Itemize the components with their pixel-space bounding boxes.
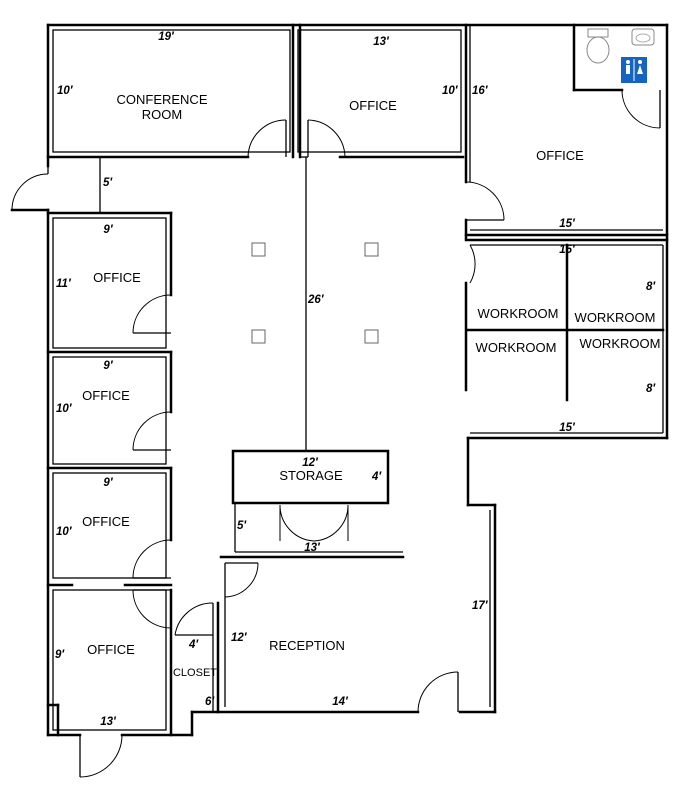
dimension-label: 8′ bbox=[646, 383, 656, 395]
room-label-workroom-4: WORKROOM bbox=[580, 336, 661, 351]
room-label-conference-2: ROOM bbox=[142, 107, 182, 122]
room-label-workroom-1: WORKROOM bbox=[478, 306, 559, 321]
dimension-label: 19′ bbox=[158, 31, 175, 43]
dimension-label: 10′ bbox=[442, 85, 459, 97]
room-label-office-top: OFFICE bbox=[349, 98, 397, 113]
dimension-label: 9′ bbox=[103, 477, 113, 489]
dimension-label: 12′ bbox=[231, 632, 248, 644]
closet-walls bbox=[174, 601, 220, 714]
restroom-sign-icon bbox=[621, 57, 647, 83]
room-label-office-left-2: OFFICE bbox=[82, 388, 130, 403]
column bbox=[251, 329, 266, 344]
dimension-label: 8′ bbox=[646, 281, 656, 293]
workroom-walls bbox=[464, 238, 669, 434]
reception-walls bbox=[219, 510, 491, 713]
dimension-label: 4′ bbox=[371, 471, 382, 483]
dimension-label: 13′ bbox=[100, 716, 117, 728]
room-label-office-left-1: OFFICE bbox=[93, 270, 141, 285]
dimension-label: 12′ bbox=[302, 457, 319, 469]
room-label-office-left-4: OFFICE bbox=[87, 642, 135, 657]
sink-icon bbox=[631, 28, 655, 46]
right-office-walls bbox=[464, 23, 669, 240]
dimension-label: 10′ bbox=[56, 526, 73, 538]
column bbox=[251, 242, 266, 257]
column bbox=[364, 242, 379, 257]
column bbox=[364, 329, 379, 344]
storage-walls bbox=[231, 449, 403, 553]
dimension-label: 26′ bbox=[307, 294, 325, 306]
dimension-label: 5′ bbox=[237, 520, 247, 532]
room-label-office-right: OFFICE bbox=[536, 148, 584, 163]
dimension-label: 13′ bbox=[373, 36, 390, 48]
dimension-label: 4′ bbox=[188, 639, 199, 651]
room-label-conference-1: CONFERENCE bbox=[116, 92, 207, 107]
room-label-closet: CLOSET bbox=[173, 667, 217, 679]
dimension-label: 16′ bbox=[472, 85, 489, 97]
toilet-icon bbox=[586, 28, 610, 64]
exterior-walls bbox=[10, 23, 669, 778]
dimension-label: 10′ bbox=[57, 85, 74, 97]
room-label-office-left-3: OFFICE bbox=[82, 514, 130, 529]
room-label-storage: STORAGE bbox=[279, 468, 343, 483]
dimension-label: 17′ bbox=[472, 600, 489, 612]
dimension-label: 6′ bbox=[205, 696, 215, 708]
dimension-label: 9′ bbox=[103, 224, 113, 236]
left-office-walls bbox=[46, 157, 173, 737]
room-label-reception: RECEPTION bbox=[269, 638, 345, 653]
room-label-workroom-2: WORKROOM bbox=[575, 310, 656, 325]
dimension-label: 9′ bbox=[103, 360, 113, 372]
dimension-label: 15′ bbox=[559, 422, 576, 434]
dimension-label: 15′ bbox=[559, 218, 576, 230]
dimension-label: 11′ bbox=[56, 278, 72, 290]
dimension-label: 13′ bbox=[304, 542, 321, 554]
dimension-label: 9′ bbox=[55, 649, 65, 661]
dimension-label: 10′ bbox=[56, 403, 73, 415]
dimension-label: 14′ bbox=[332, 696, 349, 708]
columns bbox=[251, 242, 379, 344]
room-label-workroom-3: WORKROOM bbox=[476, 340, 557, 355]
top-rooms-walls bbox=[46, 23, 468, 452]
dimension-label: 5′ bbox=[103, 177, 113, 189]
dimension-label: 15′ bbox=[559, 244, 576, 256]
